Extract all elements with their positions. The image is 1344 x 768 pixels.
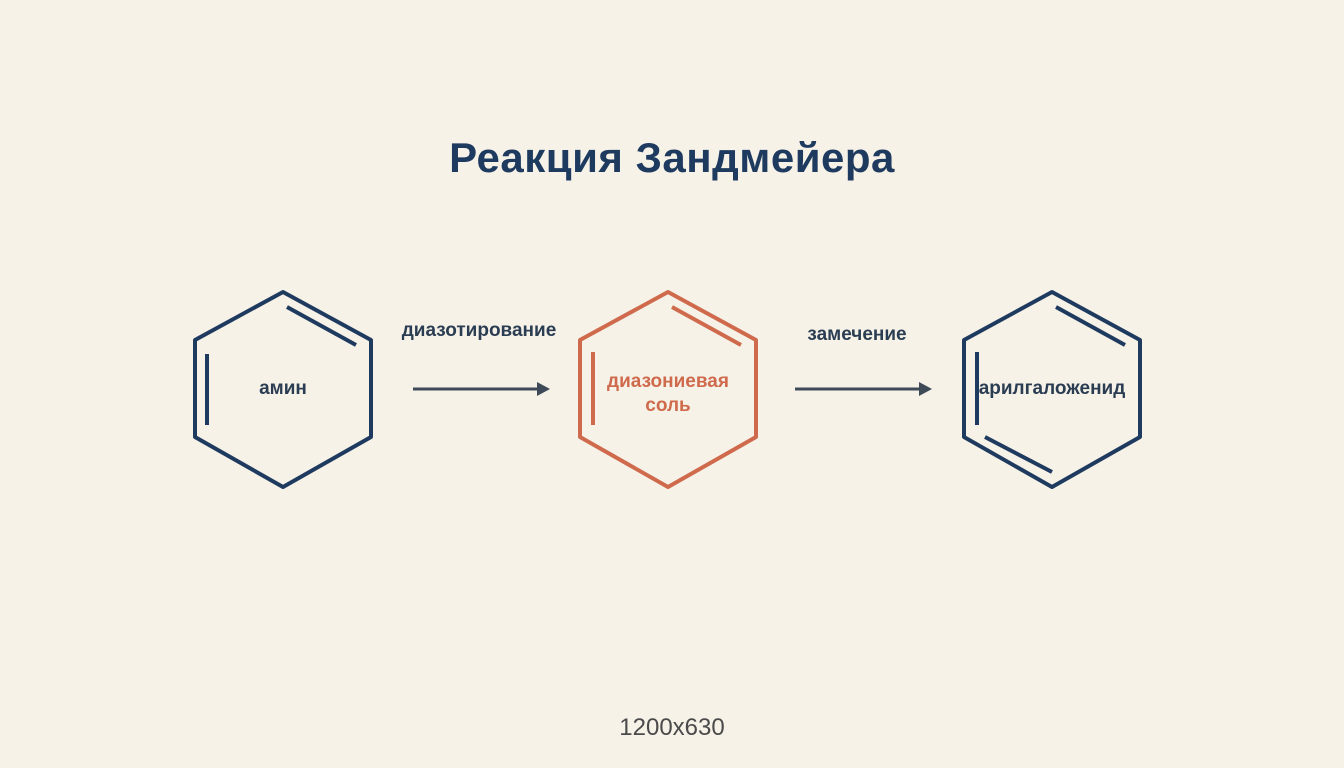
benzene-ring-amine-icon (193, 290, 373, 489)
benzene-ring-aryl-halide-icon (962, 290, 1142, 489)
reaction-arrow-2 (795, 382, 932, 396)
node-label-aryl-halide: арилгаложенид (978, 378, 1126, 399)
node-label-diazonium-salt: диазониевая соль (607, 371, 729, 416)
step-label-substitution: замечение (807, 324, 907, 345)
node-label-amine: амин (259, 378, 307, 399)
page-title: Реакция Зандмейера (449, 134, 895, 181)
step-label-diazotization: диазотирование (401, 320, 557, 341)
reaction-arrow-1 (413, 382, 550, 396)
benzene-ring-diazonium-icon (578, 290, 758, 489)
image-size-caption: 1200x630 (619, 714, 725, 741)
